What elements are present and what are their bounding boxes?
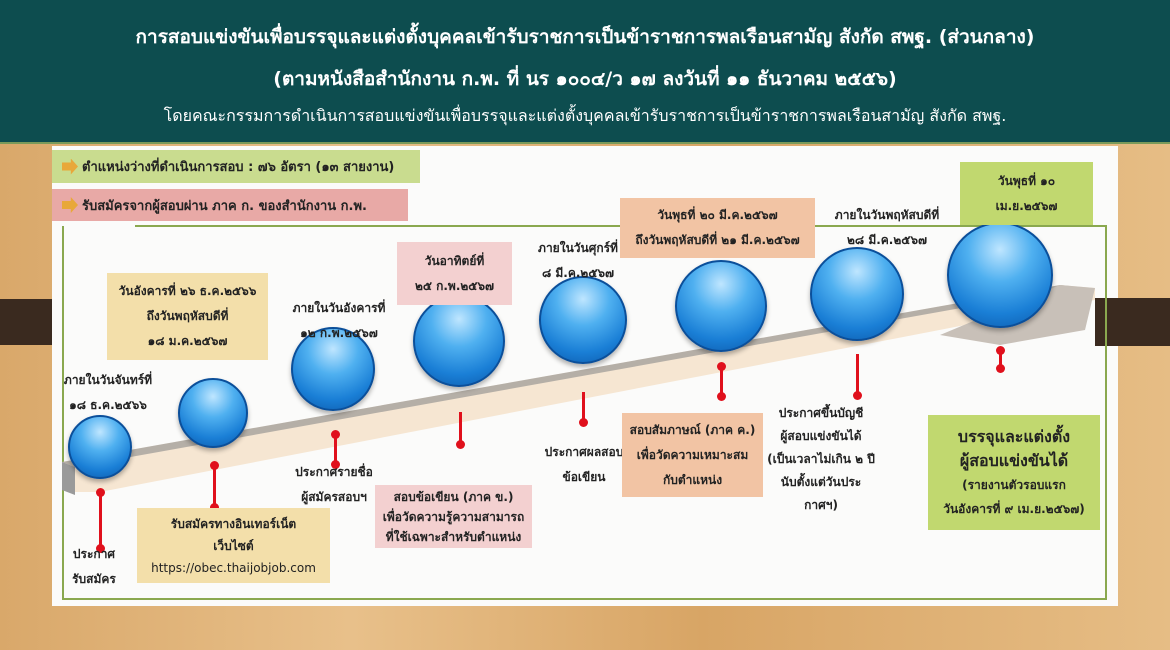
board-frame — [62, 226, 1107, 600]
label-line: ถึงวันพฤหัสบดีที่ ๒๑ มี.ค.๒๕๖๗ — [635, 233, 800, 247]
connector-dot — [210, 503, 219, 512]
connector-dot — [579, 418, 588, 427]
connector-dot — [456, 440, 465, 449]
step-5-date: ภายในวันศุกร์ที่๘ มี.ค.๒๕๖๗ — [526, 236, 630, 286]
label-line: นับตั้งแต่วันประกาศฯ) — [780, 475, 862, 512]
label-line: ประกาศรายชื่อ — [295, 465, 373, 479]
left-dark-bar — [0, 299, 56, 345]
step-4-event: สอบข้อเขียน (ภาค ข.) เพื่อวัดความรู้ความส… — [375, 485, 532, 548]
connector-dot — [96, 544, 105, 553]
label-line: ๑๒ ก.พ.๒๕๖๗ — [300, 326, 378, 340]
website-link[interactable]: https://obec.thaijobjob.com — [151, 560, 316, 575]
label-line: เว็บไซต์ — [213, 538, 254, 553]
title-line-2: (ตามหนังสือสำนักงาน ก.พ. ที่ นร ๑๐๐๔/ว ๑… — [273, 68, 897, 90]
label-line: ๒๕ ก.พ.๒๕๖๗ — [414, 278, 495, 293]
step-1-date: ภายในวันจันทร์ที่๑๘ ธ.ค.๒๕๖๖ — [52, 368, 164, 418]
step-1-event: ประกาศรับสมัคร — [64, 542, 124, 592]
eligibility-info: รับสมัครจากผู้สอบผ่าน ภาค ก. ของสำนักงาน… — [52, 189, 408, 221]
label-line: (เป็นเวลาไม่เกิน ๒ ปี — [767, 452, 875, 466]
milestone-sphere-5 — [539, 276, 627, 364]
label-line: (รายงานตัวรอบแรก — [962, 477, 1066, 492]
step-4-date: วันอาทิตย์ที่๒๕ ก.พ.๒๕๖๗ — [397, 242, 512, 305]
label-line: ประกาศขึ้นบัญชี — [778, 406, 864, 420]
label-line: เพื่อวัดความรู้ความสามารถ — [382, 509, 525, 524]
label-line: รับสมัครทางอินเทอร์เน็ต — [170, 516, 297, 531]
label-line: ข้อเขียน — [562, 470, 606, 484]
step-7-date: ภายในวันพฤหัสบดีที่๒๘ มี.ค.๒๕๖๗ — [814, 203, 960, 253]
label-line: รับสมัคร — [72, 572, 116, 586]
connector-stem — [459, 412, 462, 444]
milestone-sphere-3 — [291, 327, 375, 411]
positions-text: ตำแหน่งว่างที่ดำเนินการสอบ : ๗๖ อัตรา (๑… — [82, 160, 395, 175]
label-line: วันอังคารที่ ๙ เม.ย.๒๕๖๗) — [943, 501, 1085, 516]
connector-dot — [331, 460, 340, 469]
label-line: ภายในวันพฤหัสบดีที่ — [834, 208, 940, 222]
label-line: เม.ย.๒๕๖๗ — [995, 198, 1058, 213]
connector-dot — [717, 362, 726, 371]
label-line: ผู้สมัครสอบฯ — [301, 490, 367, 504]
step-8-event: บรรจุและแต่งตั้งผู้สอบแข่งขันได้ (รายงานต… — [928, 415, 1100, 530]
title-line-3: โดยคณะกรรมการดำเนินการสอบแข่งขันเพื่อบรร… — [163, 106, 1007, 125]
header-banner: การสอบแข่งขันเพื่อบรรจุและแต่งตั้งบุคคลเ… — [0, 0, 1170, 144]
label-line: ภายในวันอังคารที่ — [292, 301, 386, 315]
connector-dot — [331, 430, 340, 439]
label-line: ๘ มี.ค.๒๕๖๗ — [541, 266, 615, 280]
connector-stem — [582, 392, 585, 422]
connector-stem — [999, 350, 1002, 368]
step-7-event: ประกาศขึ้นบัญชีผู้สอบแข่งขันได้ (เป็นเวลา… — [766, 402, 876, 517]
connector-dot — [996, 346, 1005, 355]
connector-dot — [717, 392, 726, 401]
label-line: ๒๘ มี.ค.๒๕๖๗ — [846, 233, 928, 247]
arrow-icon — [62, 158, 78, 175]
label-line: ภายในวันศุกร์ที่ — [538, 241, 618, 255]
eligibility-text: รับสมัครจากผู้สอบผ่าน ภาค ก. ของสำนักงาน… — [82, 198, 367, 214]
milestone-sphere-6 — [675, 260, 767, 352]
label-line: กับตำแหน่ง — [662, 472, 723, 487]
step-2-date: วันอังคารที่ ๒๖ ธ.ค.๒๕๖๖ถึงวันพฤหัสบดีที… — [107, 273, 268, 360]
label-line: ประกาศผลสอบ — [544, 445, 624, 459]
label-line: บรรจุและแต่งตั้ง — [957, 426, 1071, 446]
label-line: สอบสัมภาษณ์ (ภาค ค.) — [629, 422, 756, 437]
label-line: วันพุธที่ ๑๐ — [997, 173, 1056, 188]
connector-dot — [96, 488, 105, 497]
label-line: เพื่อวัดความเหมาะสม — [636, 447, 749, 462]
connector-stem — [334, 433, 337, 463]
label-line: ภายในวันจันทร์ที่ — [63, 373, 153, 387]
label-line: สอบข้อเขียน (ภาค ข.) — [393, 489, 514, 504]
milestone-sphere-7 — [810, 247, 904, 341]
label-line: วันอาทิตย์ที่ — [424, 253, 485, 268]
label-line: ประกาศ — [72, 547, 116, 561]
step-3-date: ภายในวันอังคารที่๑๒ ก.พ.๒๕๖๗ — [284, 296, 394, 346]
connector-stem — [213, 465, 216, 507]
milestone-sphere-8 — [947, 222, 1053, 328]
connector-stem — [99, 492, 102, 548]
label-line: วันอังคารที่ ๒๖ ธ.ค.๒๕๖๖ — [118, 284, 257, 298]
step-3-event: ประกาศรายชื่อผู้สมัครสอบฯ — [286, 460, 382, 510]
label-line: ผู้สอบแข่งขันได้ — [780, 429, 862, 443]
connector-stem — [720, 366, 723, 396]
step-8-date: วันพุธที่ ๑๐เม.ย.๒๕๖๗ — [960, 162, 1093, 225]
connector-stem — [856, 354, 859, 395]
step-6-date: วันพุธที่ ๒๐ มี.ค.๒๕๖๗ถึงวันพฤหัสบดีที่ … — [620, 198, 815, 258]
label-line: ที่ใช้เฉพาะสำหรับตำแหน่ง — [385, 529, 522, 544]
connector-dot — [996, 364, 1005, 373]
title-line-1: การสอบแข่งขันเพื่อบรรจุและแต่งตั้งบุคคลเ… — [135, 26, 1035, 48]
step-2-event: รับสมัครทางอินเทอร์เน็ตเว็บไซต์ https://o… — [137, 508, 330, 583]
label-line: ผู้สอบแข่งขันได้ — [959, 450, 1069, 470]
right-dark-bar — [1095, 298, 1170, 346]
step-5-event: ประกาศผลสอบข้อเขียน — [536, 440, 632, 490]
milestone-sphere-2 — [178, 378, 248, 448]
connector-dot — [210, 461, 219, 470]
milestone-sphere-4 — [413, 295, 505, 387]
label-line: ถึงวันพฤหัสบดีที่ — [146, 309, 229, 323]
connector-dot — [853, 391, 862, 400]
milestone-sphere-1 — [68, 415, 132, 479]
positions-info: ตำแหน่งว่างที่ดำเนินการสอบ : ๗๖ อัตรา (๑… — [52, 150, 420, 183]
label-line: วันพุธที่ ๒๐ มี.ค.๒๕๖๗ — [657, 208, 778, 222]
label-line: ๑๘ ม.ค.๒๕๖๗ — [147, 334, 228, 348]
arrow-icon — [62, 197, 78, 213]
label-line: ๑๘ ธ.ค.๒๕๖๖ — [69, 398, 147, 412]
step-6-event: สอบสัมภาษณ์ (ภาค ค.) เพื่อวัดความเหมาะสมก… — [622, 413, 763, 497]
